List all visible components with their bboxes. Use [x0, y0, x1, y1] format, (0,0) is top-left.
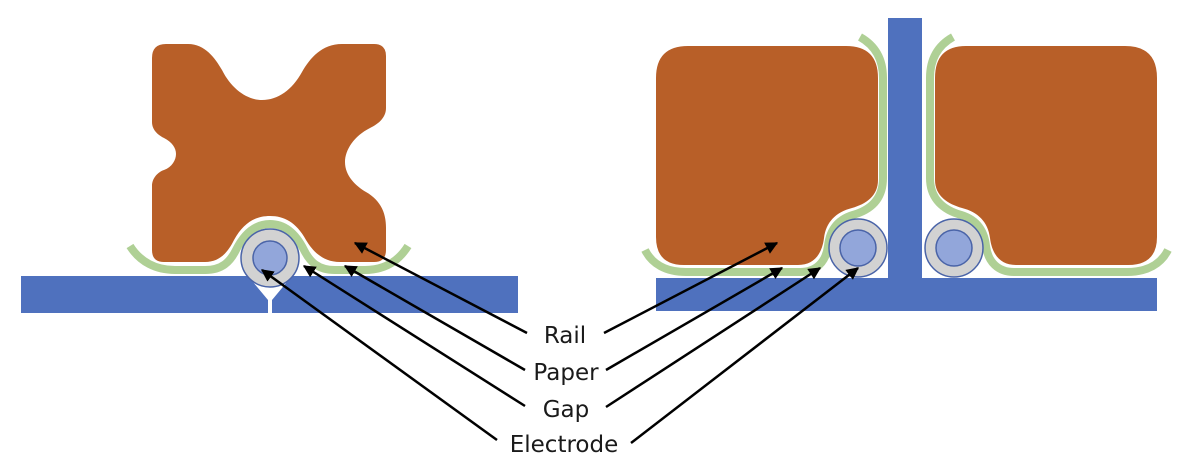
- label-paper: Paper: [533, 360, 599, 386]
- left-arrow-gap: [302, 264, 526, 408]
- left-arrow-rail: [353, 241, 528, 335]
- right-panel: [603, 18, 1172, 444]
- right-paper-right: [926, 33, 1172, 276]
- right-arrow-rail: [603, 241, 779, 335]
- left-electrode: [240, 228, 300, 288]
- label-electrode: Electrode: [510, 432, 619, 458]
- right-arrow-electrode: [630, 267, 859, 444]
- right-base-bar: [656, 278, 1157, 311]
- labels: Rail Paper Gap Electrode: [510, 323, 619, 458]
- right-electrode-right: [924, 218, 984, 278]
- right-rail-body-right: [935, 46, 1157, 265]
- right-rail-body-left: [656, 46, 878, 265]
- right-arrow-paper: [605, 266, 784, 372]
- left-rail-body: [152, 44, 386, 262]
- label-rail: Rail: [544, 323, 586, 349]
- right-arrow-gap: [605, 266, 822, 409]
- left-base-bar: [21, 276, 518, 313]
- left-panel: [21, 44, 528, 442]
- right-electrode-left: [828, 218, 888, 278]
- left-arrow-paper: [343, 264, 526, 372]
- label-gap: Gap: [543, 397, 590, 423]
- left-arrow-electrode: [260, 268, 498, 442]
- right-base-post: [888, 18, 922, 280]
- right-paper-left: [641, 33, 887, 276]
